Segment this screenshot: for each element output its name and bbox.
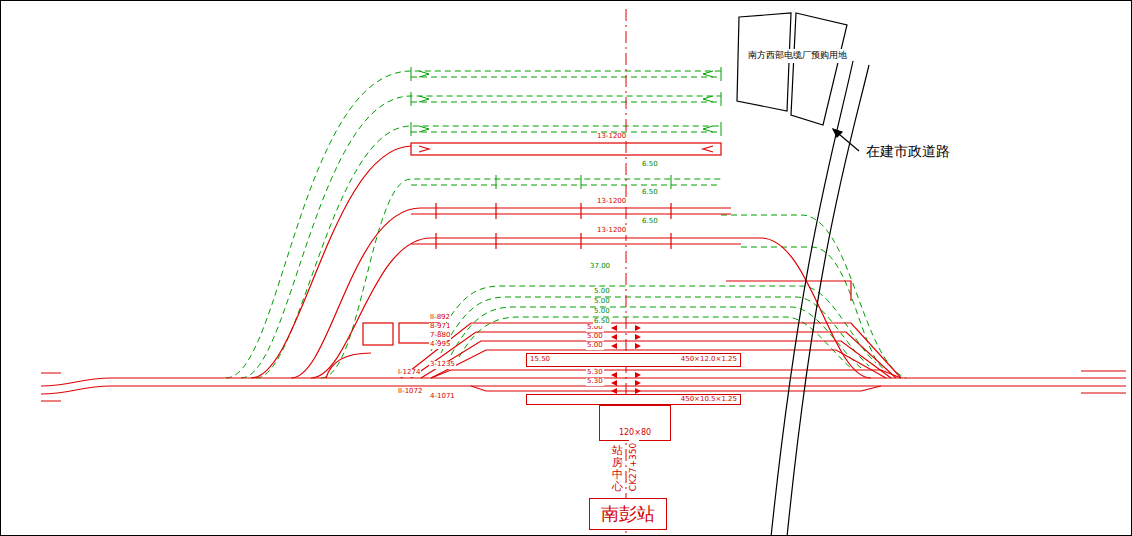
box-text: 南方西部电缆厂预购用地 [748, 51, 847, 61]
track-spacing: 5.00 [593, 308, 611, 316]
station-center-line [626, 9, 627, 536]
planned-yard-ends [411, 67, 721, 189]
box-text: 450×12.0×1.25 [681, 356, 737, 364]
box-text: 120×80 [619, 429, 651, 438]
road-and-land [737, 13, 869, 536]
station-name-box: 南彭站 [589, 498, 667, 530]
track-spacing: 5.30 [586, 369, 604, 377]
track-spacing: 6.50 [641, 218, 659, 226]
track-number: 8-971 [429, 323, 451, 331]
box-text: 南彭站 [601, 504, 655, 524]
track-spacing: 5.30 [586, 378, 604, 386]
box-text: 15.50 [530, 356, 550, 364]
station-building: 120×80 [599, 405, 671, 441]
track-number: 3-1235 [429, 361, 456, 369]
track-number: 13-1200 [596, 133, 627, 141]
track-spacing: 6.50 [593, 318, 611, 326]
track-spacing: 6.50 [641, 189, 659, 197]
track-spacing: 5.00 [593, 298, 611, 306]
chainage-label: CK27+350 [629, 438, 639, 496]
track-number: 7-880 [429, 332, 451, 340]
total-width: 37.00 [589, 263, 611, 271]
land-parcel: 南方西部电缆厂预购用地 [743, 49, 852, 63]
planned-tracks [226, 71, 906, 378]
track-number: I-1274 [397, 369, 421, 377]
track-number: II-892 [429, 314, 451, 322]
track-spacing: 5.00 [586, 333, 604, 341]
track-spacing: 5.00 [593, 288, 611, 296]
track-number: 4-995 [429, 341, 451, 349]
track-spacing: 5.00 [586, 342, 604, 350]
track-number: 13-1200 [596, 198, 627, 206]
road-label: 在建市政道路 [865, 144, 951, 159]
track-spacing: 6.50 [641, 161, 659, 169]
platform: 450×10.5×1.25 [526, 394, 741, 405]
track-number: II-1072 [397, 388, 423, 396]
track-number: 13-1200 [596, 227, 627, 235]
platform: 15.50 450×12.0×1.25 [526, 353, 741, 367]
center-label: 站房中心 [612, 445, 623, 493]
box-text: 450×10.5×1.25 [681, 396, 737, 404]
track-number: 4-1071 [429, 393, 456, 401]
existing-tracks [41, 143, 1126, 401]
